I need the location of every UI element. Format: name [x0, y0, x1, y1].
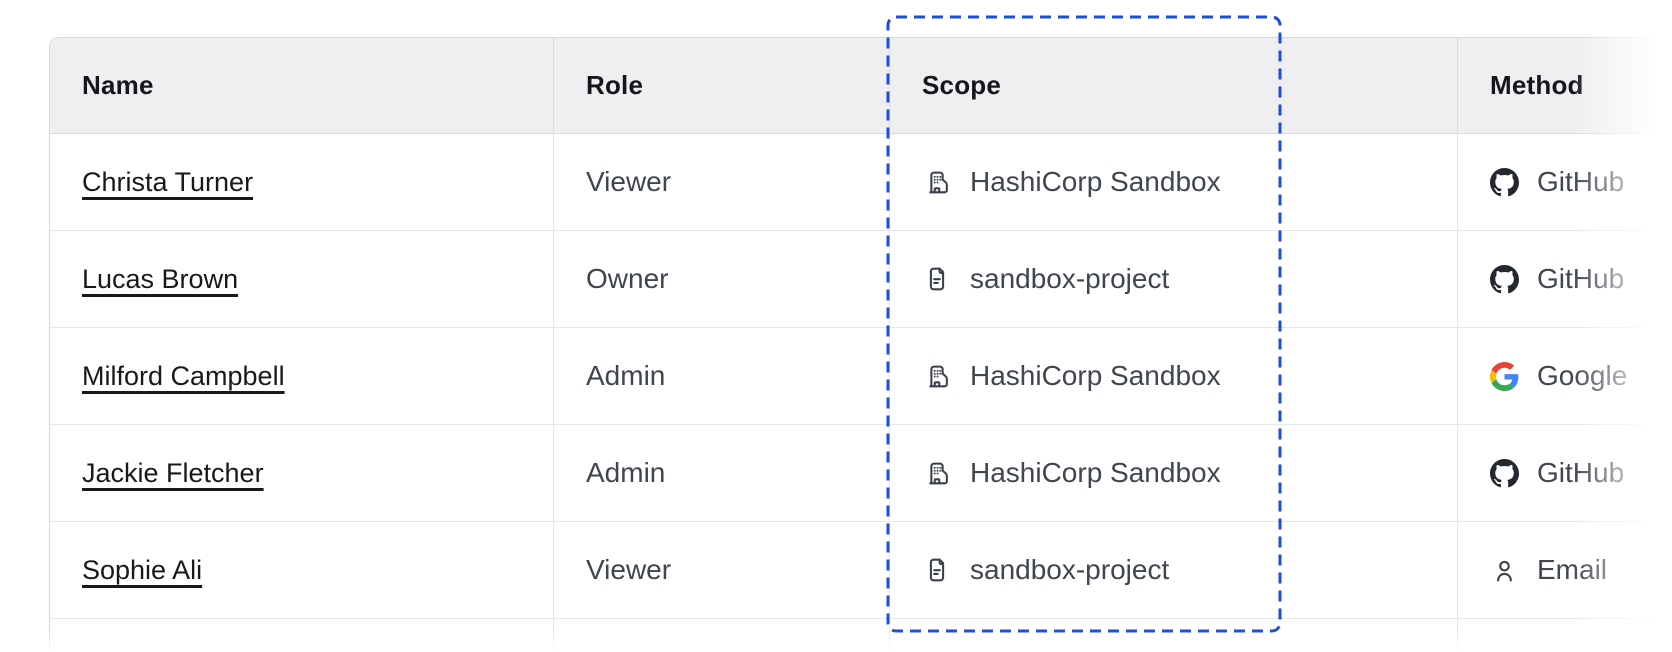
member-name-link[interactable]: Lucas Brown [82, 263, 239, 294]
member-method-label: GitHub [1537, 263, 1625, 294]
column-header-method: Method [1457, 38, 1672, 133]
member-method-cell [1457, 619, 1672, 652]
member-method-label: Email [1537, 554, 1608, 585]
member-name-cell: Sophie Ali [50, 522, 553, 618]
table-row: Christa Turner Viewer HashiCorp Sandbox … [50, 134, 1672, 231]
column-header-role: Role [553, 38, 889, 133]
members-table: Name Role Scope Method Christa Turner Vi… [49, 37, 1672, 652]
member-scope-cell [889, 619, 1457, 652]
member-scope-label: HashiCorp Sandbox [970, 457, 1221, 488]
github-icon [1490, 459, 1519, 488]
member-role-cell [553, 619, 889, 652]
member-name-cell: Milford Campbell [50, 328, 553, 424]
member-name-cell: Lucas Brown [50, 231, 553, 327]
member-method-cell: Email [1457, 522, 1672, 618]
table-header-row: Name Role Scope Method [50, 38, 1672, 134]
member-name-link[interactable]: Jackie Fletcher [82, 457, 264, 488]
member-scope-cell: HashiCorp Sandbox [889, 425, 1457, 521]
file-icon [922, 264, 952, 294]
member-role: Viewer [586, 554, 672, 585]
column-header-scope: Scope [889, 38, 1457, 133]
member-scope-cell: HashiCorp Sandbox [889, 328, 1457, 424]
member-scope-label: HashiCorp Sandbox [970, 166, 1221, 197]
member-role: Owner [586, 263, 669, 294]
file-icon [922, 555, 952, 585]
member-role-cell: Viewer [553, 134, 889, 230]
building-icon [922, 458, 952, 488]
member-scope-cell: sandbox-project [889, 522, 1457, 618]
member-role-cell: Owner [553, 231, 889, 327]
table-row: Sophie Ali Viewer sandbox-project Email [50, 522, 1672, 619]
member-method-label: GitHub [1537, 166, 1625, 197]
building-icon [922, 167, 952, 197]
column-header-label: Name [82, 70, 154, 100]
member-method-label: GitHub [1537, 457, 1625, 488]
column-header-label: Method [1490, 70, 1584, 100]
member-role-cell: Admin [553, 425, 889, 521]
member-name-cell [50, 619, 553, 652]
member-scope-cell: sandbox-project [889, 231, 1457, 327]
member-role-cell: Admin [553, 328, 889, 424]
table-row [50, 619, 1672, 652]
member-role: Admin [586, 457, 666, 488]
member-role: Viewer [586, 166, 672, 197]
table-body: Christa Turner Viewer HashiCorp Sandbox … [50, 134, 1672, 652]
member-scope-cell: HashiCorp Sandbox [889, 134, 1457, 230]
google-icon [1490, 362, 1519, 391]
table-row: Lucas Brown Owner sandbox-project GitHub [50, 231, 1672, 328]
member-method-label: Google [1537, 360, 1628, 391]
building-icon [922, 361, 952, 391]
member-method-cell: GitHub [1457, 134, 1672, 230]
member-name-link[interactable]: Milford Campbell [82, 360, 285, 391]
column-header-name: Name [50, 38, 553, 133]
email-icon [1490, 556, 1519, 585]
column-header-label: Scope [922, 70, 1002, 100]
member-method-cell: GitHub [1457, 231, 1672, 327]
member-name-cell: Jackie Fletcher [50, 425, 553, 521]
member-method-cell: Google [1457, 328, 1672, 424]
member-name-link[interactable]: Christa Turner [82, 166, 254, 197]
column-header-label: Role [586, 70, 644, 100]
github-icon [1490, 265, 1519, 294]
table-row: Jackie Fletcher Admin HashiCorp Sandbox … [50, 425, 1672, 522]
member-method-cell: GitHub [1457, 425, 1672, 521]
member-name-cell: Christa Turner [50, 134, 553, 230]
member-role-cell: Viewer [553, 522, 889, 618]
table-row: Milford Campbell Admin HashiCorp Sandbox… [50, 328, 1672, 425]
member-scope-label: sandbox-project [970, 554, 1170, 585]
member-scope-label: HashiCorp Sandbox [970, 360, 1221, 391]
member-name-link[interactable]: Sophie Ali [82, 554, 203, 585]
member-scope-label: sandbox-project [970, 263, 1170, 294]
github-icon [1490, 168, 1519, 197]
member-role: Admin [586, 360, 666, 391]
